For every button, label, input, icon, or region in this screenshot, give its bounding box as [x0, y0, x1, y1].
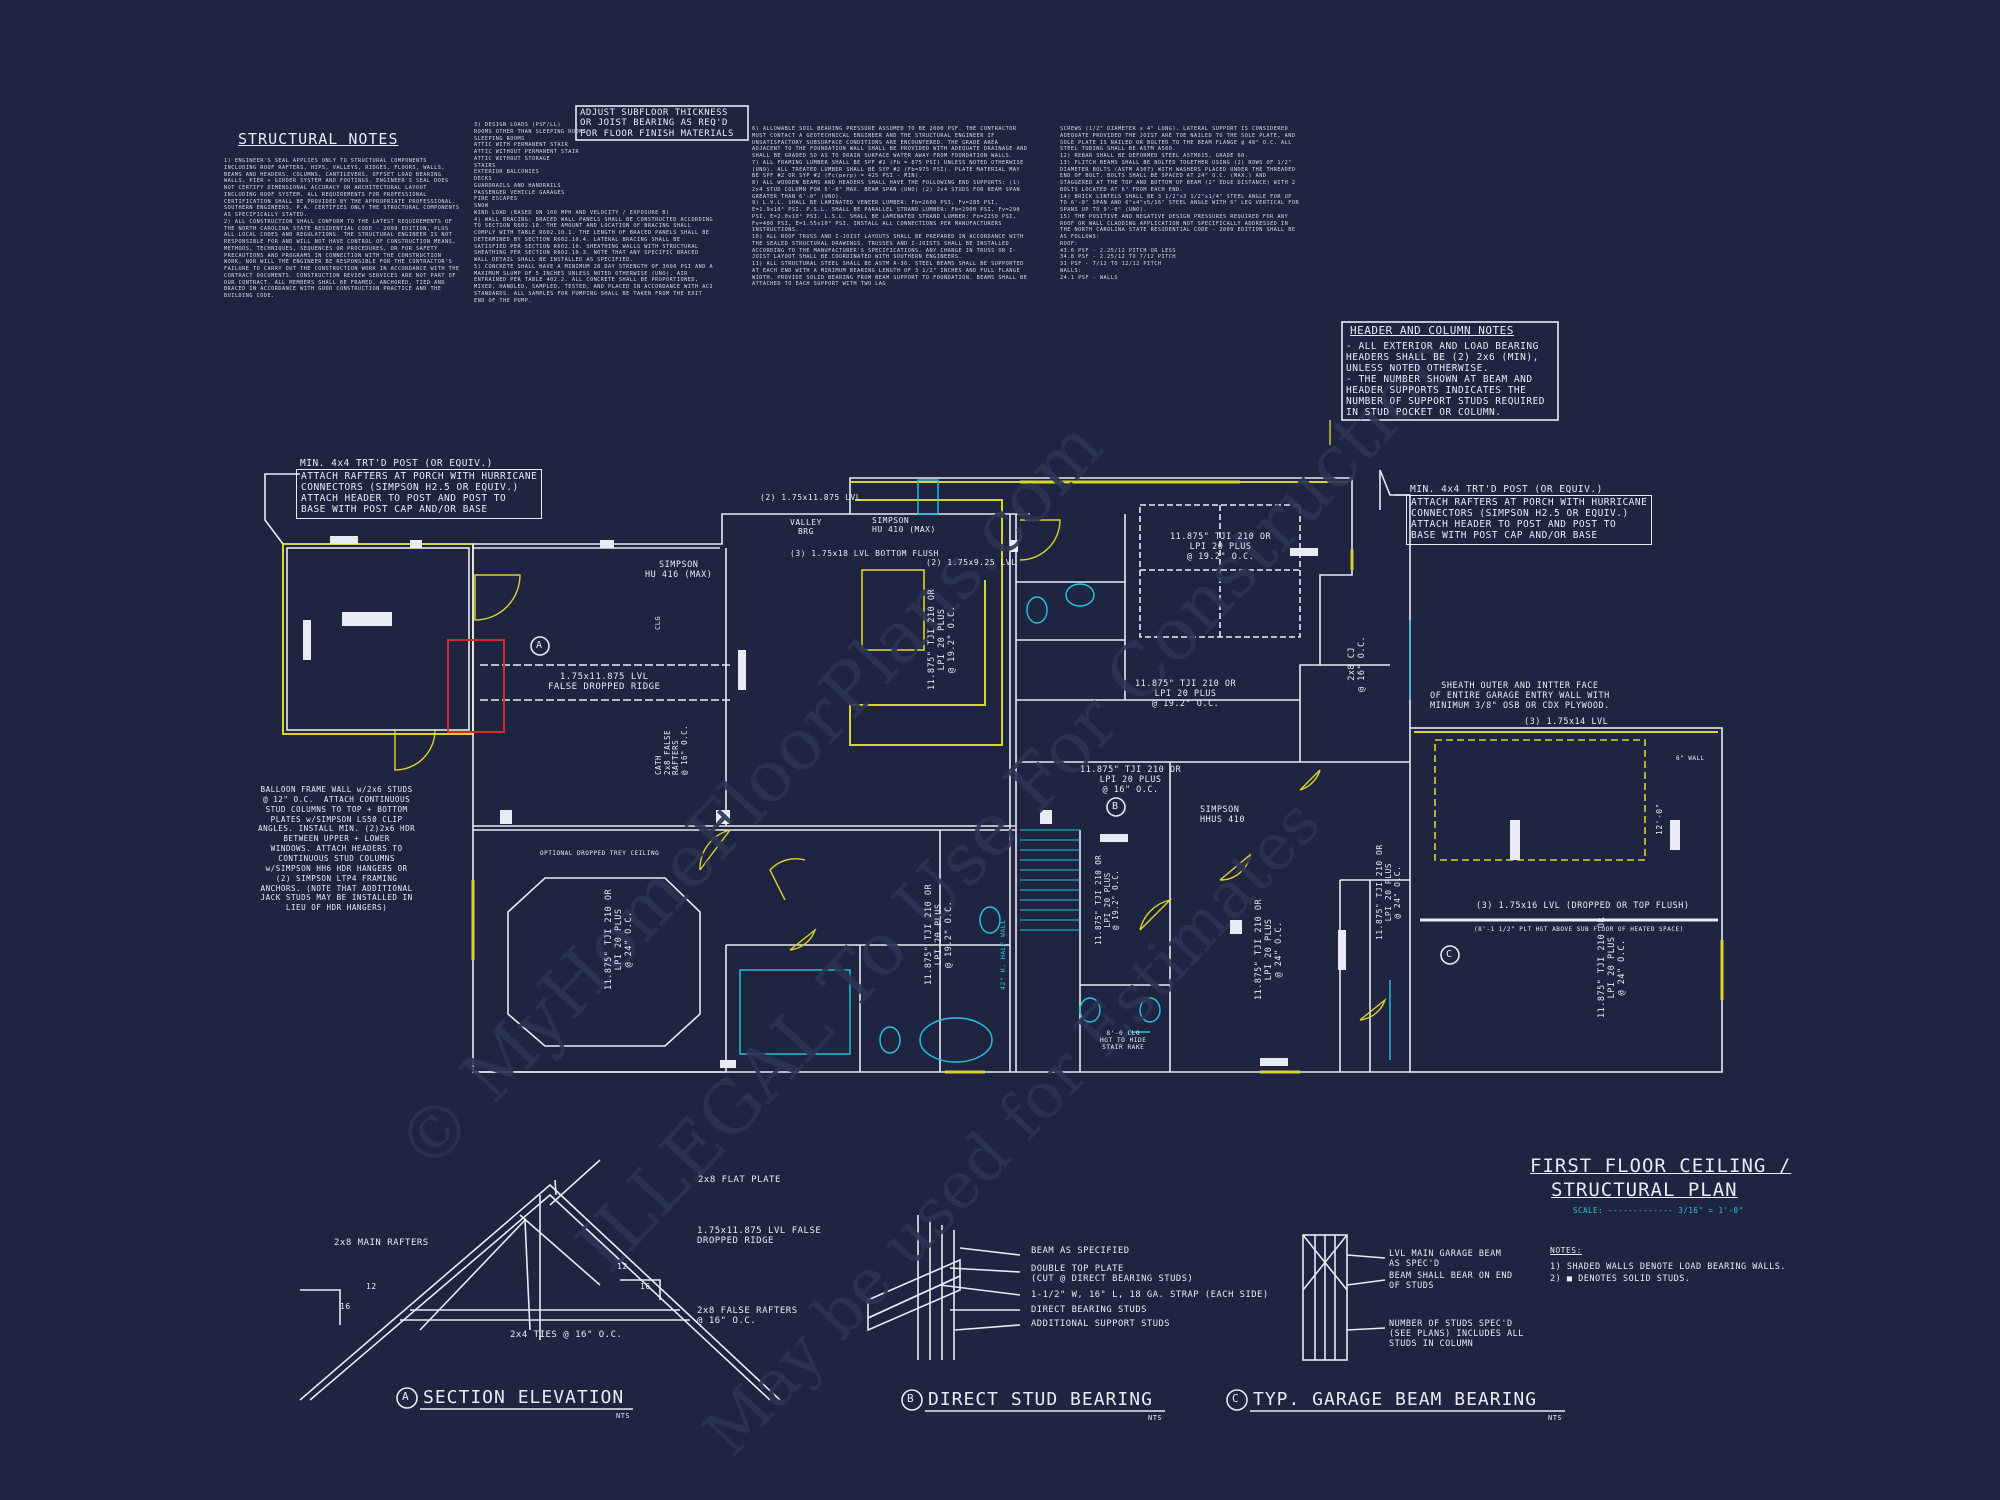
plan-label-lvl-garage14: (3) 1.75x14 LVL — [1524, 717, 1609, 727]
balloon-frame-note: BALLOON FRAME WALL w/2x6 STUDS @ 12" O.C… — [258, 785, 416, 913]
header-column-notes-box — [1341, 321, 1559, 421]
plan-label-lvl-925: (2) 1.75x9.25 LVL — [926, 558, 1017, 567]
plan-label-lvl-flush: (3) 1.75x18 LVL BOTTOM FLUSH — [790, 549, 939, 558]
detail-a-false-rafters: 2x8 FALSE RAFTERS @ 16" O.C. — [697, 1306, 798, 1327]
plan-label-simpson-hhus: SIMPSON HHUS 410 — [1200, 805, 1245, 825]
porch-note-right-head: MIN. 4x4 TRT'D POST (OR EQUIV.) — [1410, 484, 1603, 495]
subfloor-note: ADJUST SUBFLOOR THICKNESS OR JOIST BEARI… — [580, 108, 734, 139]
detail-a-flat-plate: 2x8 FLAT PLATE — [698, 1175, 781, 1185]
plan-label-dim-12: 12'-0" — [1655, 803, 1664, 835]
structural-notes-col1: 1) ENGINEER'S SEAL APPLIES ONLY TO STRUC… — [224, 158, 460, 299]
plan-label-lvl-top: (2) 1.75x11.875 LVL — [760, 493, 862, 502]
plan-label-cath-rafters: CATH 2x8 FALSE RAFTERS @ 16" O.C. — [654, 724, 689, 775]
detail-a-title: SECTION ELEVATION — [423, 1387, 625, 1408]
plan-label-clg: CLG — [654, 615, 662, 630]
structural-notes-col4: SCREWS (1/2" DIAMETER x 4" LONG). LATERA… — [1060, 126, 1300, 281]
porch-note-left-head: MIN. 4x4 TRT'D POST (OR EQUIV.) — [300, 458, 493, 469]
detail-b-tag: B — [907, 1392, 915, 1405]
detail-a-ties: 2x4 TIES @ 16" O.C. — [510, 1330, 623, 1340]
detail-c-l1: LVL MAIN GARAGE BEAM AS SPEC'D — [1389, 1249, 1502, 1269]
detail-b-l3: 1-1/2" W, 16" L, 18 GA. STRAP (EACH SIDE… — [1031, 1290, 1269, 1300]
detail-a-pitch-16a: 16 — [340, 1302, 351, 1311]
detail-a-tag: A — [402, 1390, 410, 1403]
structural-notes-title: STRUCTURAL NOTES — [238, 130, 399, 148]
plan-label-tji-kitchen: 11.875" TJI 210 OR LPI 20 PLUS @ 19.2" O… — [927, 588, 957, 690]
plan-label-tji-c: 11.875" TJI 210 OR LPI 20 PLUS @ 19.2" O… — [1094, 854, 1121, 945]
plan-tag-b: B — [1112, 801, 1119, 812]
plan-label-wall: 6" WALL — [1676, 755, 1705, 762]
header-column-notes-title: HEADER AND COLUMN NOTES — [1350, 324, 1514, 337]
plan-label-tji-d: 11.875" TJI 210 OR LPI 20 PLUS @ 16" O.C… — [1080, 765, 1182, 795]
detail-a-pitch-12b: 12 — [617, 1262, 628, 1271]
detail-c-nts: NTS — [1548, 1414, 1563, 1422]
plan-label-stair-note: 8'-0 CLG HGT TO HIDE STAIR RAKE — [1100, 1030, 1147, 1052]
plan-label-lvl-garage16: (3) 1.75x16 LVL (DROPPED OR TOP FLUSH) — [1476, 901, 1690, 911]
plan-label-tji-garage: 11.875" TJI 210 OR LPI 20 PLUS @ 24" O.C… — [1375, 844, 1403, 940]
porch-note-right-body: ATTACH RAFTERS AT PORCH WITH HURRICANE C… — [1406, 495, 1653, 545]
detail-b-l2: DOUBLE TOP PLATE (CUT @ DIRECT BEARING S… — [1031, 1264, 1194, 1285]
detail-b-l4: DIRECT BEARING STUDS — [1031, 1305, 1147, 1315]
subfloor-note-box — [575, 105, 749, 141]
detail-a-circle — [396, 1387, 418, 1409]
plan-label-simpson-hu410: SIMPSON HU 410 (MAX) — [872, 516, 936, 535]
detail-a-pitch-12a: 12 — [366, 1282, 377, 1291]
detail-a-nts: NTS — [616, 1412, 631, 1420]
detail-b-drawing — [867, 1215, 1021, 1360]
detail-c-title: TYP. GARAGE BEAM BEARING — [1253, 1389, 1538, 1410]
header-column-notes-body: - ALL EXTERIOR AND LOAD BEARING HEADERS … — [1346, 341, 1546, 418]
plan-label-tji-bed: 11.875" TJI 210 OR LPI 20 PLUS @ 24" O.C… — [1254, 898, 1284, 1000]
plan-label-sheath-note: SHEATH OUTER AND INTTER FACE OF ENTIRE G… — [1430, 681, 1610, 711]
detail-c-l3: NUMBER OF STUDS SPEC'D (SEE PLANS) INCLU… — [1389, 1319, 1524, 1349]
plan-tag-c: C — [1446, 949, 1453, 960]
plan-label-tji-a: 11.875" TJI 210 OR LPI 20 PLUS @ 19.2" O… — [1170, 532, 1272, 562]
detail-b-circle — [901, 1389, 923, 1411]
plan-label-false-ridge: 1.75x11.875 LVL FALSE DROPPED RIDGE — [548, 672, 661, 693]
plan-scale: SCALE: ------------- 3/16" = 1'-0" — [1573, 1206, 1744, 1215]
floor-plan — [264, 420, 1724, 1074]
plan-notes-head: NOTES: — [1550, 1246, 1582, 1255]
plan-label-plt-note: (8'-1 1/2" PLT HGT ABOVE SUB FLOOR OF HE… — [1474, 926, 1684, 933]
detail-c-drawing — [1302, 1234, 1386, 1361]
detail-b-l5: ADDITIONAL SUPPORT STUDS — [1031, 1319, 1171, 1329]
detail-c-tag: C — [1232, 1392, 1240, 1405]
porch-note-left-body: ATTACH RAFTERS AT PORCH WITH HURRICANE C… — [296, 469, 543, 519]
detail-c-circle — [1226, 1389, 1248, 1411]
plan-title-line2: STRUCTURAL PLAN — [1551, 1179, 1738, 1201]
plan-label-tji-b: 11.875" TJI 210 OR LPI 20 PLUS @ 19.2" O… — [1135, 679, 1237, 709]
structural-notes-col2: 3) DESIGN LOADS (PSF/LL) ROOMS OTHER THA… — [474, 122, 714, 304]
detail-b-nts: NTS — [1148, 1414, 1163, 1422]
detail-a-drawing — [299, 1159, 781, 1401]
plan-label-simpson-hu416: SIMPSON HU 416 (MAX) — [645, 560, 713, 580]
structural-notes-col3: 6) ALLOWABLE SOIL BEARING PRESSURE ASSUM… — [752, 126, 1028, 288]
plan-tag-a: A — [536, 640, 543, 651]
plan-label-optional-ceiling: OPTIONAL DROPPED TREY CEILING — [540, 850, 660, 857]
detail-c-l2: BEAM SHALL BEAR ON END OF STUDS — [1389, 1271, 1513, 1291]
plan-title-line1: FIRST FLOOR CEILING / — [1530, 1155, 1792, 1177]
plan-label-valley: VALLEY BRG — [790, 518, 822, 537]
plan-label-tji-dining: 11.875" TJI 210 OR LPI 20 PLUS @ 24" O.C… — [604, 888, 634, 990]
plan-label-tji-hall: 11.875" TJI 210 OR LPI 20 PLUS @ 19.2" O… — [924, 883, 954, 985]
detail-a-false-ridge: 1.75x11.875 LVL FALSE DROPPED RIDGE — [697, 1226, 822, 1247]
plan-label-cj-2x8: 2x8 CJ @ 16" O.C. — [1347, 635, 1367, 692]
plan-notes-body: 1) SHADED WALLS DENOTE LOAD BEARING WALL… — [1550, 1262, 1786, 1285]
detail-b-title: DIRECT STUD BEARING — [928, 1389, 1153, 1410]
detail-b-l1: BEAM AS SPECIFIED — [1031, 1246, 1130, 1256]
detail-a-main-rafters: 2x8 MAIN RAFTERS — [334, 1238, 429, 1248]
detail-a-pitch-16b: 16 — [640, 1282, 651, 1291]
plan-label-half-wall: 42" H. HALF WALL — [999, 919, 1007, 990]
